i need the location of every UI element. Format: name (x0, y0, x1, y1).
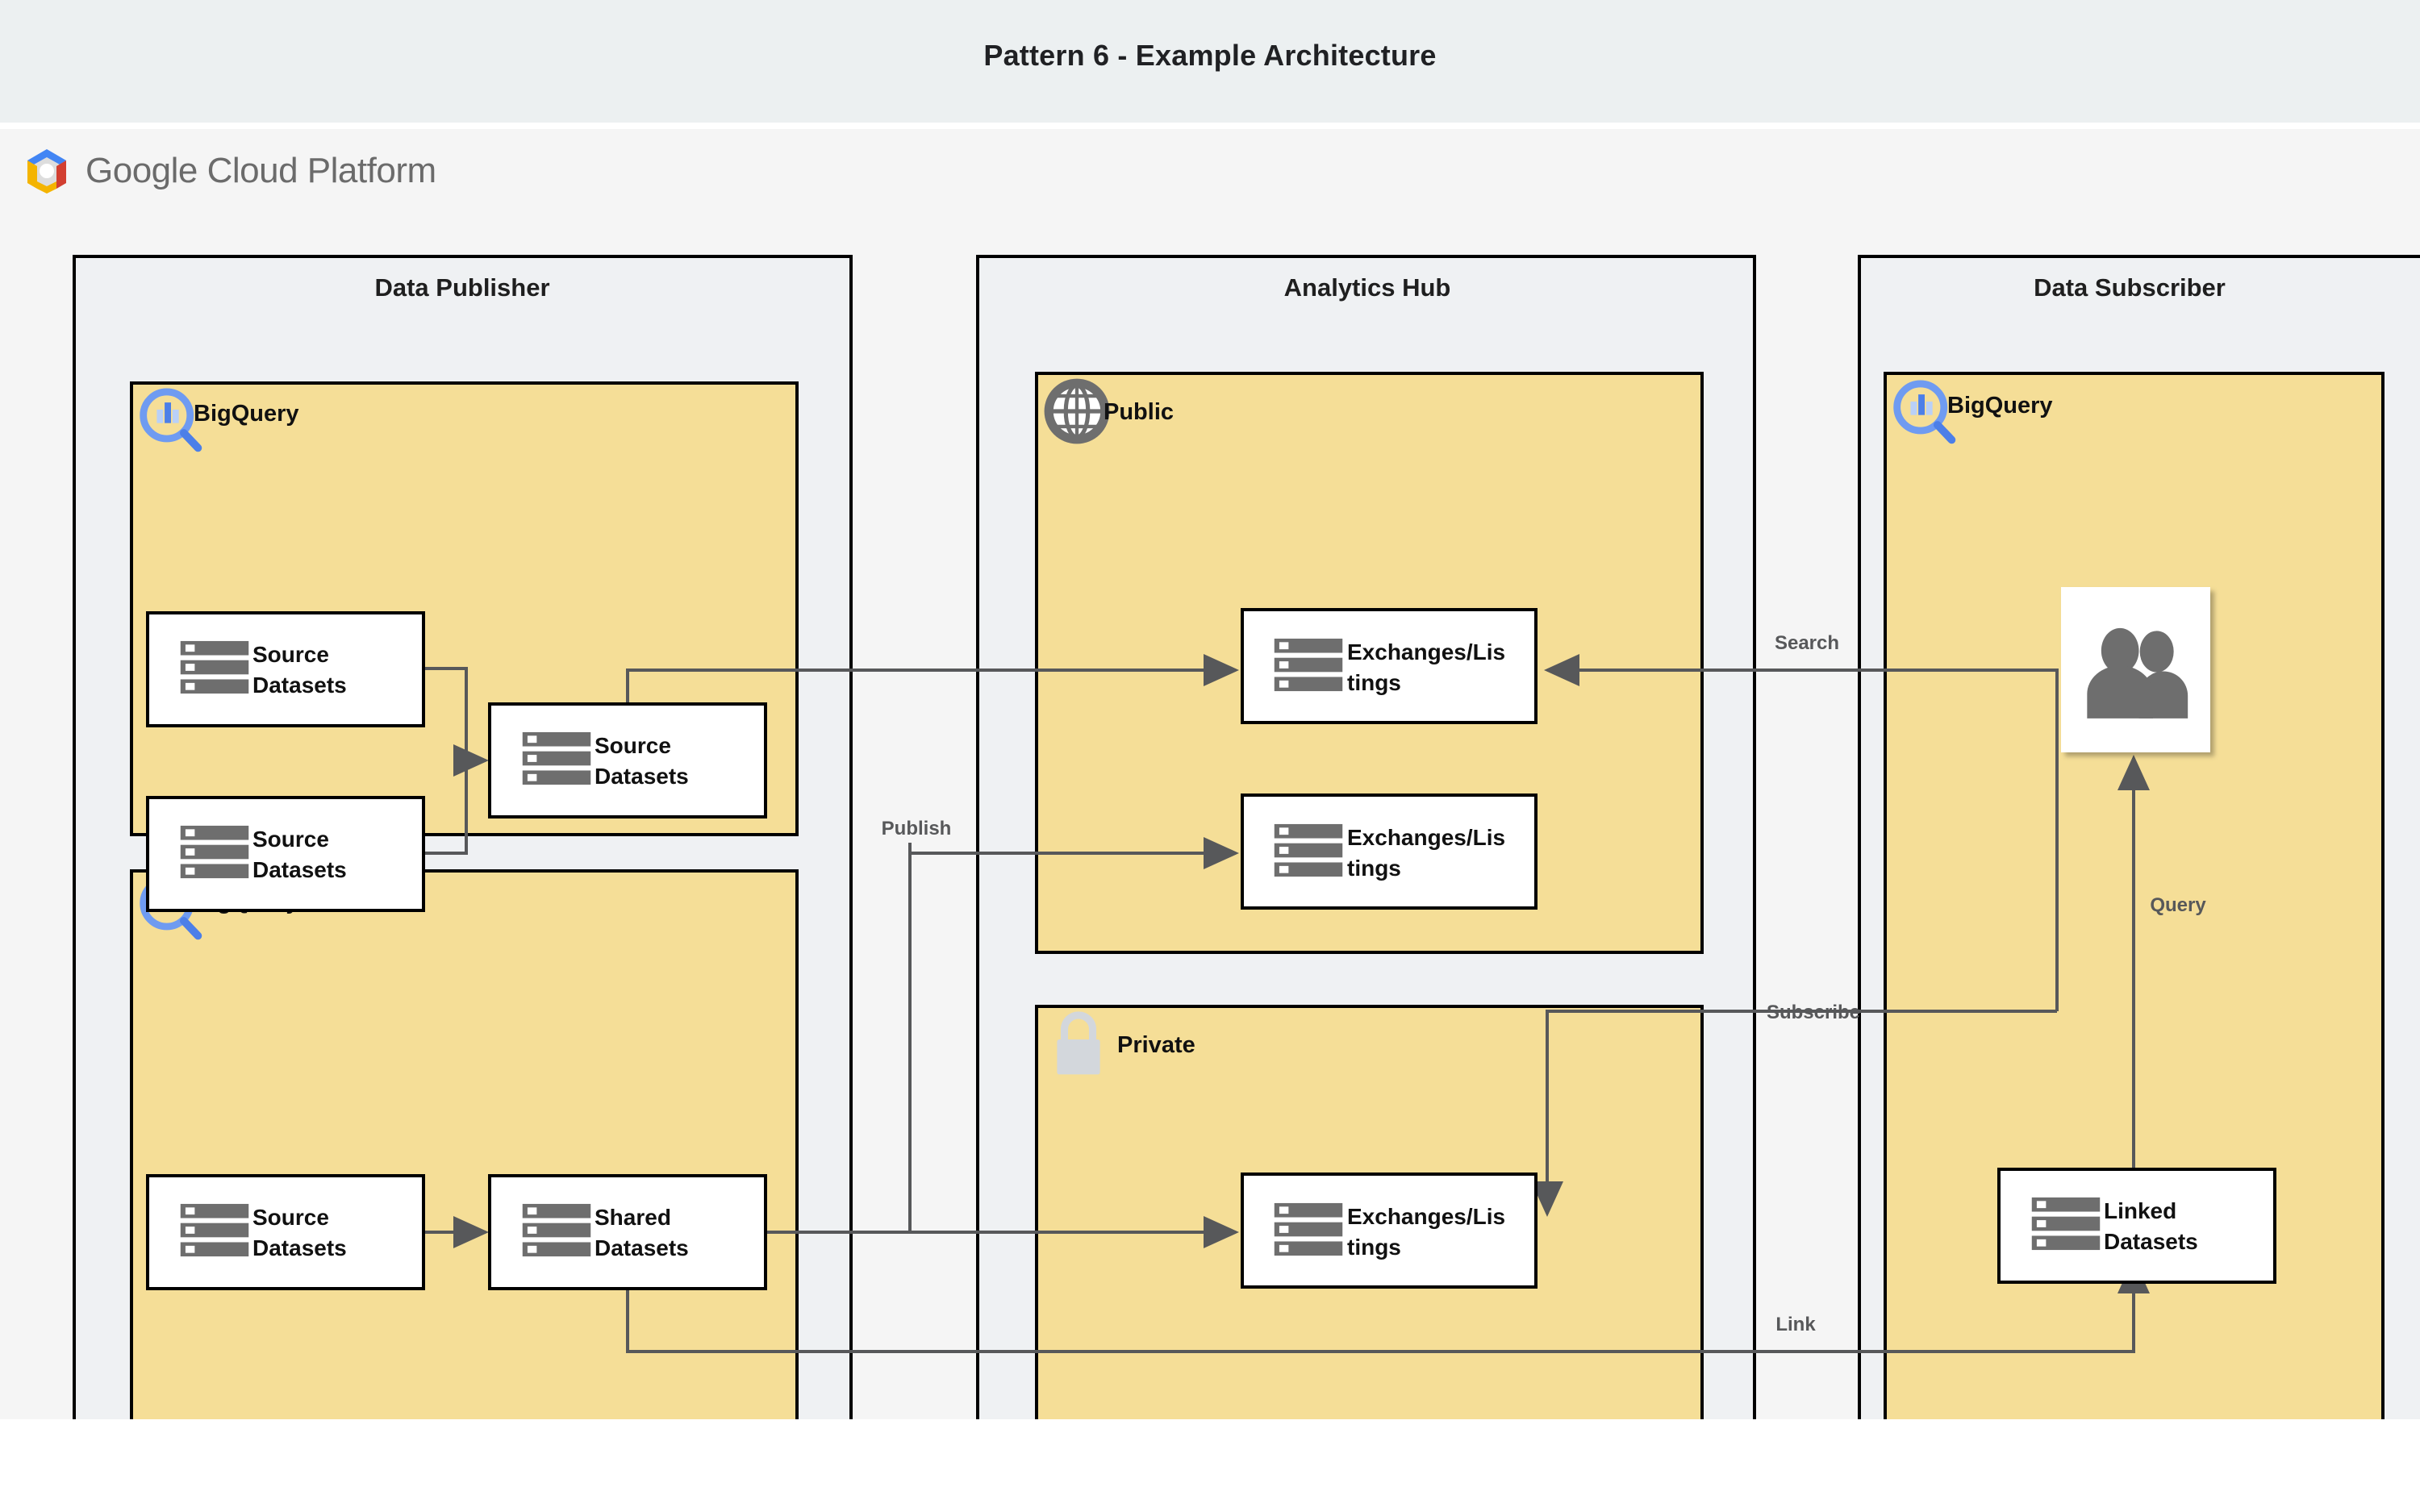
node-exch-2[interactable]: Exchanges/Lis tings (1241, 793, 1538, 910)
node-label-line1: Linked (2104, 1198, 2176, 1223)
dataset-icon (180, 1203, 249, 1257)
gcp-hexagon-icon (27, 149, 66, 194)
dataset-icon (1274, 638, 1343, 692)
dataset-icon (180, 640, 249, 694)
gcp-logo: Google Cloud Platform (24, 148, 436, 194)
group-label-private: Private (1117, 1032, 1195, 1058)
node-shared-ds[interactable]: Shared Datasets (488, 1174, 767, 1290)
node-label-line1: Source (252, 1205, 329, 1230)
node-label-line1: Source (252, 642, 329, 667)
connector-publish-top (626, 654, 1239, 717)
node-linked-ds[interactable]: Linked Datasets (1997, 1168, 2276, 1284)
node-src-ds-3[interactable]: Source Datasets (488, 702, 767, 818)
node-label-line1: Source (252, 827, 329, 852)
edge-label-publish: Publish (882, 818, 952, 839)
node-label-line2: tings (1347, 856, 1401, 881)
node-label-line2: tings (1347, 1235, 1401, 1260)
gcp-logo-text-cloud-platform: Cloud Platform (197, 151, 437, 190)
globe-icon (1045, 379, 1110, 444)
lane-title-analytics-hub: Analytics Hub (1284, 273, 1451, 302)
node-label-line1: Shared (595, 1205, 671, 1230)
dataset-icon (1274, 1202, 1343, 1256)
node-label-line2: Datasets (252, 673, 347, 698)
node-label-line2: Datasets (252, 857, 347, 882)
edge-label-link: Link (1775, 1314, 1816, 1335)
dataset-icon (522, 1203, 591, 1257)
node-label-line2: Datasets (2104, 1229, 2198, 1254)
node-src-ds-4[interactable]: Source Datasets (146, 1174, 425, 1290)
group-label-bigquery-top: BigQuery (194, 401, 299, 427)
connector-search (1544, 654, 2059, 1011)
edge-label-search: Search (1775, 632, 1839, 654)
page-title: Pattern 6 - Example Architecture (983, 39, 1437, 72)
node-label-line1: Exchanges/Lis (1347, 639, 1505, 664)
connector-subscribe (1531, 1010, 2057, 1217)
title-band (0, 0, 2420, 123)
node-src-ds-2[interactable]: Source Datasets (146, 796, 425, 912)
connector-layer (424, 654, 2150, 1353)
node-exch-1[interactable]: Exchanges/Lis tings (1241, 608, 1538, 724)
node-label-line2: Datasets (595, 764, 689, 789)
group-label-subscriber-bigquery: BigQuery (1947, 393, 2053, 419)
architecture-diagram: Data Publisher Analytics Hub Data Subscr… (73, 255, 2420, 1419)
dataset-icon (180, 825, 249, 879)
node-src-ds-1[interactable]: Source Datasets (146, 611, 425, 727)
edge-label-subscribe: Subscribe (1767, 1002, 1860, 1023)
edge-label-query: Query (2150, 894, 2206, 916)
node-label-line1: Exchanges/Lis (1347, 1204, 1505, 1229)
group-publisher-bigquery-bottom[interactable]: BigQuery (130, 869, 799, 1419)
node-label-line2: Datasets (595, 1235, 689, 1260)
connector-src2-to-src3 (424, 759, 486, 855)
dataset-icon (1274, 823, 1343, 877)
gcp-logo-text-google: Google (86, 151, 198, 190)
lane-title-data-subscriber: Data Subscriber (2034, 273, 2226, 302)
node-label-line1: Source (595, 733, 671, 758)
dataset-icon (2031, 1197, 2101, 1251)
group-label-public: Public (1104, 399, 1174, 425)
node-label-line2: Datasets (252, 1235, 347, 1260)
node-label-line2: tings (1347, 670, 1401, 695)
gcp-logo-text: Google Cloud Platform (86, 151, 436, 191)
node-label-line1: Exchanges/Lis (1347, 825, 1505, 850)
node-exch-3[interactable]: Exchanges/Lis tings (1241, 1173, 1538, 1289)
connector-link (626, 1258, 2150, 1353)
node-users[interactable] (2061, 587, 2210, 752)
lane-title-data-publisher: Data Publisher (374, 273, 549, 302)
dataset-icon (522, 731, 591, 785)
